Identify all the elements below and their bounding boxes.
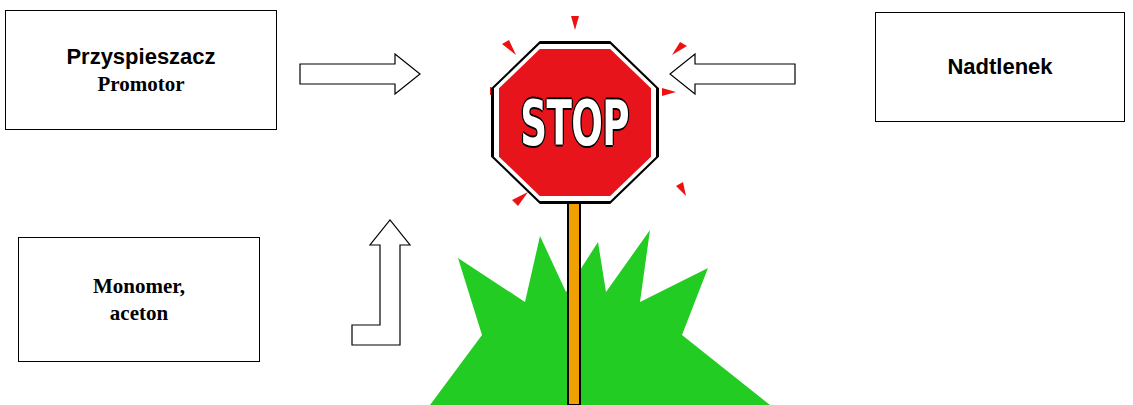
- octagon-ring: [491, 41, 659, 204]
- sign-text: STOP: [521, 91, 630, 154]
- box-text: Monomer, aceton: [79, 273, 199, 326]
- process-box: Monomer, aceton: [18, 237, 260, 362]
- process-box: PrzyspieszaczPromotor: [5, 10, 277, 130]
- box-text: Promotor: [97, 71, 184, 97]
- stop-sign: STOP: [490, 40, 660, 205]
- box-text: Przyspieszacz: [66, 43, 215, 71]
- octagon-ring: [499, 49, 651, 196]
- process-box: Nadtlenek: [875, 12, 1125, 122]
- block-arrow: [670, 54, 795, 94]
- block-arrow: [300, 54, 420, 94]
- alert-rays: [490, 16, 687, 206]
- box-text: Nadtlenek: [947, 53, 1052, 81]
- grass: [430, 230, 770, 405]
- sign-pole: [568, 198, 580, 405]
- block-arrow: [352, 220, 410, 345]
- octagon-ring: [494, 44, 656, 201]
